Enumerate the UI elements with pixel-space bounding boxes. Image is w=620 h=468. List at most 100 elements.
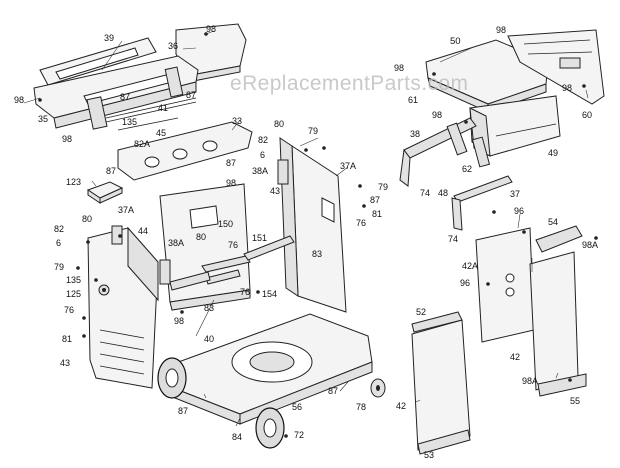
callout-98A: 98A	[582, 240, 598, 250]
callout-98: 98	[562, 83, 572, 93]
callout-49: 49	[548, 148, 558, 158]
callout-98: 98	[14, 95, 24, 105]
callout-45: 45	[156, 128, 166, 138]
callout-79: 79	[308, 126, 318, 136]
part-45-rail	[117, 117, 179, 131]
callout-55: 55	[570, 396, 580, 406]
callout-36: 36	[168, 41, 178, 51]
callout-123: 123	[66, 177, 81, 187]
callout-56: 56	[292, 402, 302, 412]
callout-78: 78	[356, 402, 366, 412]
callout-82: 82	[54, 224, 64, 234]
part-43-left-side-panel	[87, 225, 159, 389]
part-39-back-panel	[39, 37, 157, 101]
callout-81: 81	[372, 209, 382, 219]
callout-83: 83	[204, 303, 214, 313]
part-42-right-door	[529, 251, 579, 391]
callout-98: 98	[206, 24, 216, 34]
part-40-cart-base	[161, 313, 373, 425]
callout-39: 39	[104, 33, 114, 43]
callout-150: 150	[218, 219, 233, 229]
callout-52: 52	[416, 307, 426, 317]
callout-87: 87	[120, 92, 130, 102]
callout-135: 135	[66, 275, 81, 285]
callout-80: 80	[82, 214, 92, 224]
callout-98: 98	[432, 110, 442, 120]
callout-80: 80	[196, 232, 206, 242]
callout-48: 48	[438, 188, 448, 198]
part-62-48-mount	[446, 122, 491, 168]
callout-6: 6	[260, 150, 265, 160]
part-38A-bracket-left	[159, 259, 171, 285]
watermark-text: eReplacementParts.com	[230, 72, 468, 95]
callout-80: 80	[274, 119, 284, 129]
callout-98: 98	[226, 178, 236, 188]
callout-38A: 38A	[252, 166, 268, 176]
callout-87: 87	[178, 406, 188, 416]
part-78-caster	[370, 378, 386, 398]
callout-38A: 38A	[168, 238, 184, 248]
part-36-side-bracket	[175, 23, 247, 83]
callout-37A: 37A	[340, 161, 356, 171]
part-123-grease-tray	[86, 181, 124, 204]
callout-96: 96	[514, 206, 524, 216]
callout-42: 42	[510, 352, 520, 362]
callout-42: 42	[396, 401, 406, 411]
part-43-right-side-panel	[279, 137, 347, 313]
callout-98A: 98A	[522, 376, 538, 386]
callout-87: 87	[370, 195, 380, 205]
callout-82: 82	[258, 135, 268, 145]
callout-151: 151	[252, 233, 267, 243]
part-56-wheel-front	[255, 407, 285, 449]
callout-74: 74	[448, 234, 458, 244]
callout-54: 54	[548, 217, 558, 227]
part-54-upper-handle	[535, 225, 583, 253]
callout-98: 98	[174, 316, 184, 326]
callout-82A: 82A	[134, 139, 150, 149]
part-33-front-panel	[117, 121, 253, 181]
part-42A-left-door	[475, 227, 535, 343]
callout-6: 6	[56, 238, 61, 248]
callout-98: 98	[394, 63, 404, 73]
callout-76: 76	[228, 240, 238, 250]
part-52-53-front-door	[411, 311, 471, 455]
callout-41: 41	[158, 103, 168, 113]
callout-98: 98	[496, 25, 506, 35]
callout-98: 98	[62, 134, 72, 144]
part-41-cross-bar	[105, 97, 197, 123]
callout-53: 53	[424, 450, 434, 460]
part-56-wheel-rear	[157, 357, 187, 399]
part-37-support-rail	[451, 175, 513, 231]
callout-60: 60	[582, 110, 592, 120]
callout-43: 43	[270, 186, 280, 196]
callout-81: 81	[62, 334, 72, 344]
callout-72: 72	[294, 430, 304, 440]
callout-76: 76	[64, 305, 74, 315]
callout-50: 50	[450, 36, 461, 47]
callout-79: 79	[378, 182, 388, 192]
callout-87: 87	[328, 386, 338, 396]
part-38A-bracket-right	[277, 159, 289, 185]
callout-96: 96	[460, 278, 470, 288]
callout-135: 135	[122, 117, 137, 127]
callout-83: 83	[312, 249, 322, 259]
part-150-151-burner-tubes	[169, 235, 295, 291]
callout-43: 43	[60, 358, 70, 368]
callout-61: 61	[408, 95, 418, 105]
callout-42A: 42A	[462, 261, 478, 271]
callout-40: 40	[204, 334, 214, 344]
part-35-firebox-base	[33, 55, 199, 130]
part-55-lower-handle	[537, 373, 587, 397]
callout-33: 33	[232, 116, 242, 126]
part-60-control-panel	[507, 29, 605, 105]
callout-37: 37	[510, 189, 520, 199]
callout-87: 87	[106, 166, 116, 176]
callout-35: 35	[38, 114, 48, 124]
callout-62: 62	[462, 164, 472, 174]
callout-labels: 39 36 98 98 35 87 87 41 135 45 98 33 82A…	[14, 24, 598, 460]
callout-87: 87	[186, 90, 196, 100]
callout-76: 76	[240, 287, 250, 297]
callout-87: 87	[226, 158, 236, 168]
